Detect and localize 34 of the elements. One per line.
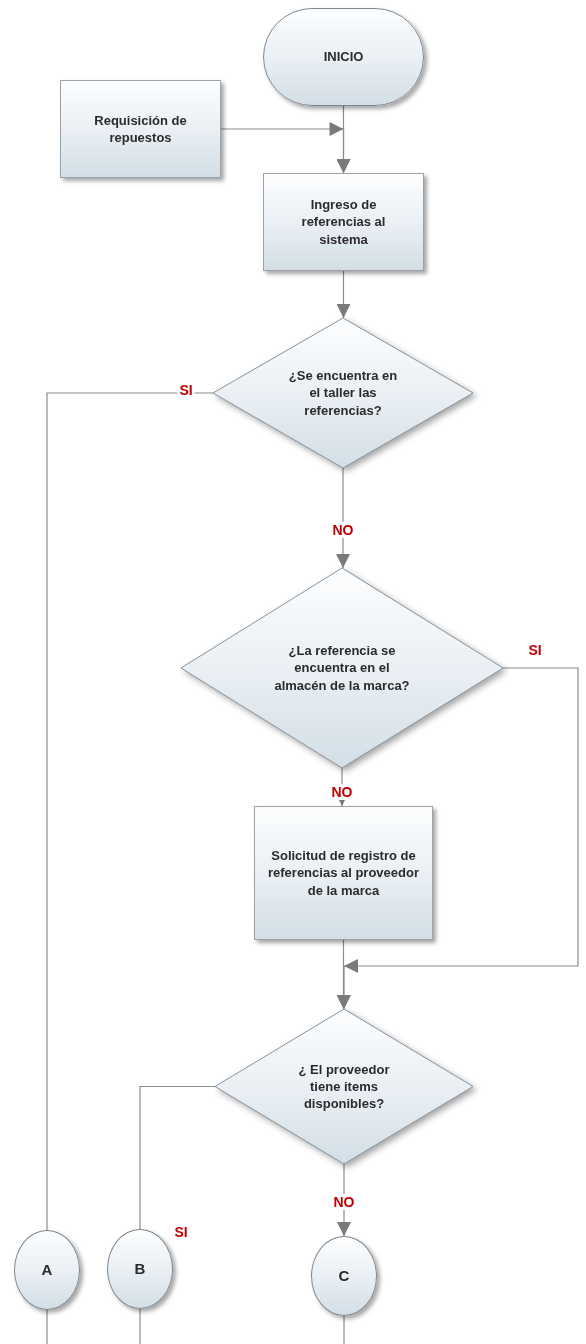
connector-line (343, 1315, 345, 1344)
arrow (220, 122, 351, 174)
node-text: C (338, 1266, 350, 1286)
connector-line (46, 392, 214, 1231)
node-text: INICIO (323, 48, 364, 66)
process-box (254, 806, 433, 940)
process-box (263, 173, 424, 271)
start-terminal (263, 8, 424, 106)
edge-label: NO (331, 1194, 357, 1210)
edge-label: NO (330, 522, 356, 538)
node-text: ¿ El proveedor tiene items disponibles? (297, 1060, 391, 1113)
arrow (336, 270, 351, 319)
node-text: B (134, 1259, 146, 1279)
node-text: Ingreso de referencias al sistema (300, 196, 387, 248)
node-text: Solicitud de registro de referencias al proveedor de la marca (267, 847, 420, 899)
connector-circle (14, 1230, 80, 1310)
arrow (336, 939, 351, 1010)
edge-label: NO (329, 784, 355, 800)
node-text: ¿Se encuentra en el taller las referencias? (287, 367, 399, 419)
node-text: A (41, 1260, 53, 1280)
connector-line (139, 1085, 216, 1230)
connector-circle (107, 1229, 173, 1309)
decision-diamond (215, 1009, 473, 1164)
decision-diamond (181, 568, 503, 768)
edge-label: SI (177, 382, 195, 398)
node-text: Requisición de repuestos (93, 111, 188, 147)
connector-line (46, 1309, 48, 1344)
edge-label: SI (526, 642, 544, 658)
decision-diamond (213, 318, 473, 468)
connector-circle (311, 1236, 377, 1316)
process-box (60, 80, 221, 178)
node-text: ¿La referencia se encuentra en el almacén de la marca? (273, 642, 411, 694)
edge-label: SI (172, 1224, 190, 1240)
connector-line (139, 1308, 141, 1344)
